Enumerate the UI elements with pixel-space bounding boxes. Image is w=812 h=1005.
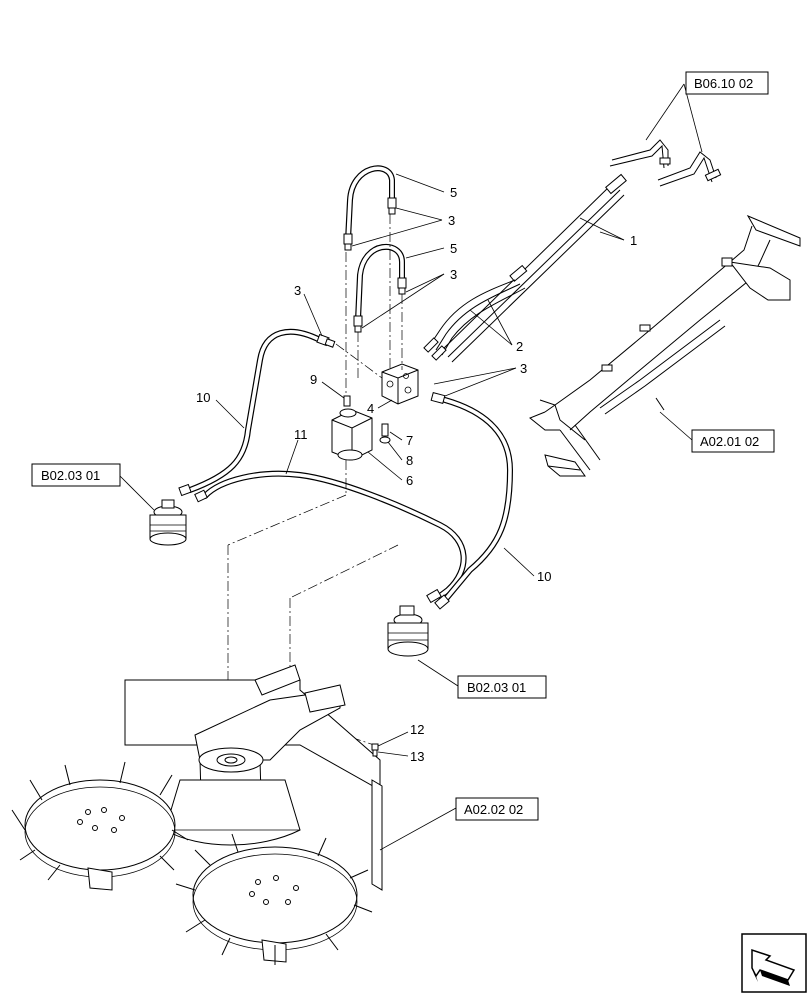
callout-3-mid: 3 bbox=[450, 267, 457, 282]
callout-5-top: 5 bbox=[450, 185, 457, 200]
callout-6: 6 bbox=[406, 473, 413, 488]
ref-a0201-label: A02.01 02 bbox=[700, 434, 759, 449]
valve-block bbox=[381, 363, 419, 405]
callout-numbers: 1 2 3 5 3 5 3 3 9 4 7 8 6 10 11 10 12 13 bbox=[196, 185, 637, 764]
callout-4: 4 bbox=[367, 401, 374, 416]
b06-pipes bbox=[609, 139, 722, 187]
hose-10-left bbox=[178, 328, 336, 497]
callout-12: 12 bbox=[410, 722, 424, 737]
left-motor bbox=[149, 499, 187, 546]
callout-8: 8 bbox=[406, 453, 413, 468]
top-hoses bbox=[343, 165, 407, 333]
hose-10-right bbox=[430, 391, 514, 610]
callout-3-right: 3 bbox=[520, 361, 527, 376]
callout-11: 11 bbox=[294, 427, 308, 442]
pipe-assembly bbox=[423, 173, 627, 363]
ref-box-b0203-left: B02.03 01 bbox=[31, 463, 121, 487]
callout-5-mid: 5 bbox=[450, 241, 457, 256]
callout-1: 1 bbox=[630, 233, 637, 248]
callout-2: 2 bbox=[516, 339, 523, 354]
ref-box-b0203-right: B02.03 01 bbox=[457, 675, 547, 699]
ref-box-b06: B06.10 02 bbox=[685, 71, 769, 95]
callout-3-top: 3 bbox=[448, 213, 455, 228]
callout-10-right: 10 bbox=[537, 569, 551, 584]
callout-7: 7 bbox=[406, 433, 413, 448]
ref-b06-label: B06.10 02 bbox=[694, 76, 753, 91]
callout-9: 9 bbox=[310, 372, 317, 387]
ref-b0203-left-label: B02.03 01 bbox=[41, 468, 100, 483]
callout-13: 13 bbox=[410, 749, 424, 764]
ref-b0203-right-label: B02.03 01 bbox=[467, 680, 526, 695]
ref-box-a0202: A02.02 02 bbox=[455, 797, 539, 821]
callout-3-left: 3 bbox=[294, 283, 301, 298]
leader-lines bbox=[119, 83, 703, 851]
ref-a0202-label: A02.02 02 bbox=[464, 802, 523, 817]
hose-11 bbox=[194, 470, 467, 604]
frame-assembly bbox=[529, 214, 801, 477]
rotor-assembly bbox=[11, 664, 383, 965]
next-page-arrow-icon[interactable] bbox=[741, 933, 807, 993]
callout-10-left: 10 bbox=[196, 390, 210, 405]
ref-box-a0201: A02.01 02 bbox=[691, 429, 775, 453]
hydraulic-motor bbox=[331, 395, 391, 461]
right-motor bbox=[387, 605, 429, 657]
